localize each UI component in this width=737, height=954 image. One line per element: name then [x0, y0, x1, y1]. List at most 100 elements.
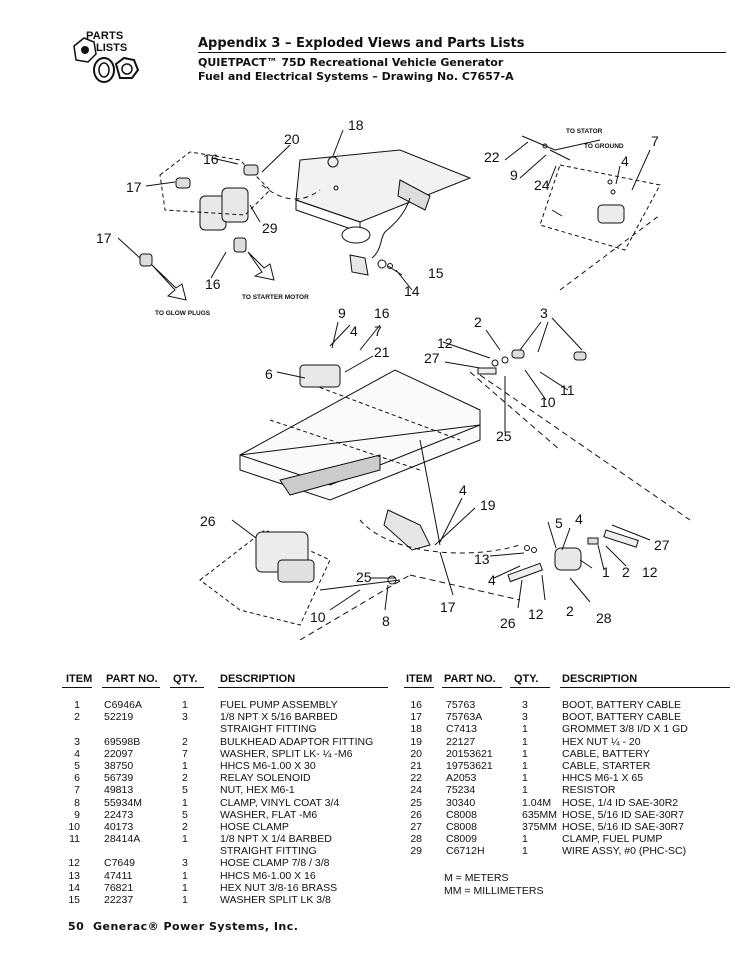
row-item: 26	[410, 808, 422, 821]
row-qty: 1	[182, 881, 188, 894]
row-qty: 1	[522, 723, 528, 736]
callout-14: 14	[404, 283, 420, 299]
row-description: WASHER SPLIT LK 3/8	[220, 894, 331, 906]
row-description: HEX NUT ¼ - 20	[562, 735, 641, 748]
callout-20: 20	[284, 131, 300, 147]
row-description: BULKHEAD ADAPTOR FITTING	[220, 735, 374, 748]
title-rule	[198, 52, 726, 53]
callout-2: 2	[474, 314, 482, 330]
row-part-no: 19753621	[446, 759, 493, 772]
row-part-no: 76821	[104, 881, 134, 894]
col-header-qty: QTY.	[514, 673, 539, 685]
row-description: WIRE ASSY, #0 (PHC-SC)	[562, 845, 687, 858]
table-row: 21 19753621 1 CABLE, STARTER	[404, 760, 730, 772]
row-item: 29	[410, 845, 422, 858]
col-header-item: ITEM	[66, 673, 93, 685]
col-header-item: ITEM	[406, 673, 433, 685]
callout-24: 24	[534, 177, 550, 193]
row-part-no: 30340	[446, 796, 476, 809]
row-qty: 1	[522, 759, 528, 772]
row-part-no: 38750	[104, 759, 134, 772]
row-part-no: C8008	[446, 820, 477, 833]
note-meters: M = METERS	[444, 872, 509, 884]
callout-4: 4	[488, 572, 496, 588]
row-item: 1	[74, 699, 80, 711]
row-description: NUT, HEX M6-1	[220, 784, 295, 797]
callout-4: 4	[575, 511, 583, 527]
table-row: STRAIGHT FITTING	[62, 845, 388, 857]
row-item: 6	[74, 772, 80, 785]
note-to-glow-plugs: TO GLOW PLUGS	[155, 310, 211, 317]
page-footer: 50 Generac® Power Systems, Inc.	[68, 920, 298, 933]
row-qty: 1	[522, 784, 528, 797]
callout-6: 6	[265, 366, 273, 382]
row-description: HHCS M6-1.00 X 30	[220, 759, 316, 772]
row-qty: 1	[182, 833, 188, 846]
col-header-part-no: PART NO.	[106, 673, 158, 685]
callout-26: 26	[500, 615, 516, 631]
row-part-no: 22097	[104, 747, 134, 760]
row-item: 8	[74, 796, 80, 809]
callout-25: 25	[496, 428, 512, 444]
callout-27: 27	[424, 350, 440, 366]
row-item: 4	[74, 747, 80, 760]
row-qty: 7	[182, 747, 188, 760]
callout-16: 16	[203, 151, 219, 167]
header-rule	[218, 687, 388, 688]
row-description: HOSE CLAMP	[220, 820, 289, 833]
note-millimeters: MM = MILLIMETERS	[444, 884, 544, 897]
row-item: 3	[74, 735, 80, 748]
callout-10: 10	[540, 394, 556, 410]
col-header-qty: QTY.	[173, 673, 198, 685]
row-qty: 2	[182, 820, 188, 833]
row-part-no: C6946A	[104, 699, 142, 711]
logo-lists-text: LISTS	[96, 42, 128, 54]
row-description: CABLE, BATTERY	[562, 747, 650, 760]
row-qty: 2	[182, 772, 188, 785]
row-description: RESISTOR	[562, 784, 616, 797]
row-qty: 5	[182, 808, 188, 821]
row-part-no: 22237	[104, 894, 134, 906]
callout-15: 15	[428, 265, 444, 281]
row-part-no: 75234	[446, 784, 476, 797]
row-description: RELAY SOLENOID	[220, 772, 311, 785]
callout-16: 16	[205, 276, 221, 292]
row-description: HOSE, 1/4 ID SAE-30R2	[562, 796, 679, 809]
header-rule	[170, 687, 204, 688]
row-item: 2	[74, 711, 80, 724]
callout-21: 21	[374, 344, 390, 360]
row-qty: 1	[522, 747, 528, 760]
row-item: 18	[410, 723, 422, 736]
row-description: CLAMP, FUEL PUMP	[562, 833, 663, 846]
row-item: 21	[410, 759, 422, 772]
row-description: HOSE CLAMP 7/8 / 3/8	[220, 857, 330, 870]
row-qty: 375MM	[522, 820, 558, 833]
header-rule	[404, 687, 434, 688]
row-qty: 1	[182, 894, 188, 906]
callout-12: 12	[437, 335, 453, 351]
row-description: HEX NUT 3/8-16 BRASS	[220, 881, 338, 894]
callout-25: 25	[356, 569, 372, 585]
row-description: HOSE, 5/16 ID SAE-30R7	[562, 820, 684, 833]
company-name: Generac® Power Systems, Inc.	[92, 920, 299, 933]
row-qty: 1	[522, 772, 528, 785]
row-description: STRAIGHT FITTING	[220, 845, 317, 858]
callout-17: 17	[440, 599, 456, 615]
row-description: CABLE, STARTER	[562, 759, 651, 772]
row-item: 17	[410, 711, 422, 724]
row-qty: 1	[182, 796, 188, 809]
exploded-view-diagram: 18 20 16 17 29 17 16 15 14 22 9 24 7 4 9…	[96, 117, 691, 640]
row-part-no: 75763	[446, 699, 476, 711]
